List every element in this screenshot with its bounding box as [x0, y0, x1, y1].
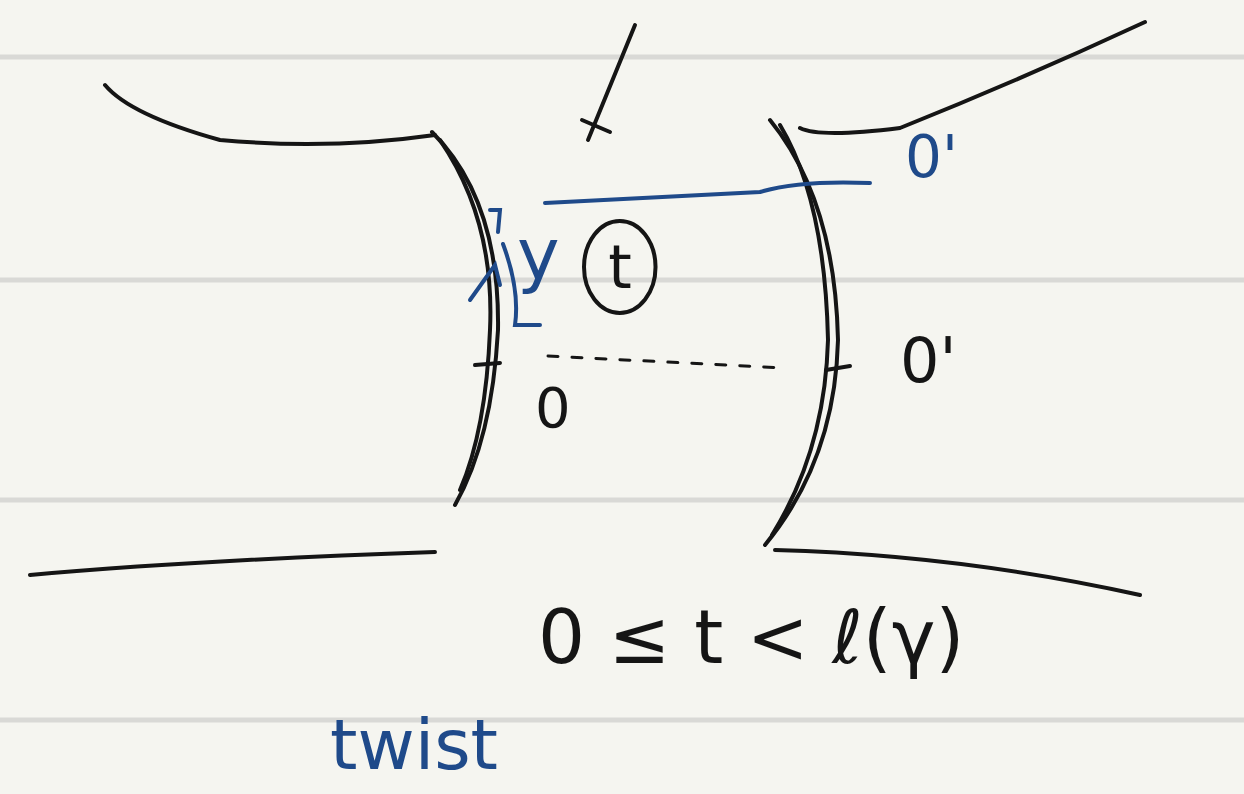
handwritten-label: 0' — [900, 330, 957, 392]
handwritten-label: 0 ≤ t < ℓ(γ) — [538, 600, 964, 674]
twist-marks — [470, 182, 870, 325]
handwritten-label: twist — [330, 710, 498, 780]
handwritten-label: 0 — [535, 380, 571, 436]
surface-outline — [30, 22, 1145, 595]
parameter-text: t — [608, 237, 632, 297]
circled-parameter: t — [582, 219, 658, 315]
handwritten-label: 0' — [905, 128, 958, 186]
handwritten-label: y — [517, 218, 560, 290]
ruled-lines — [0, 57, 1244, 720]
